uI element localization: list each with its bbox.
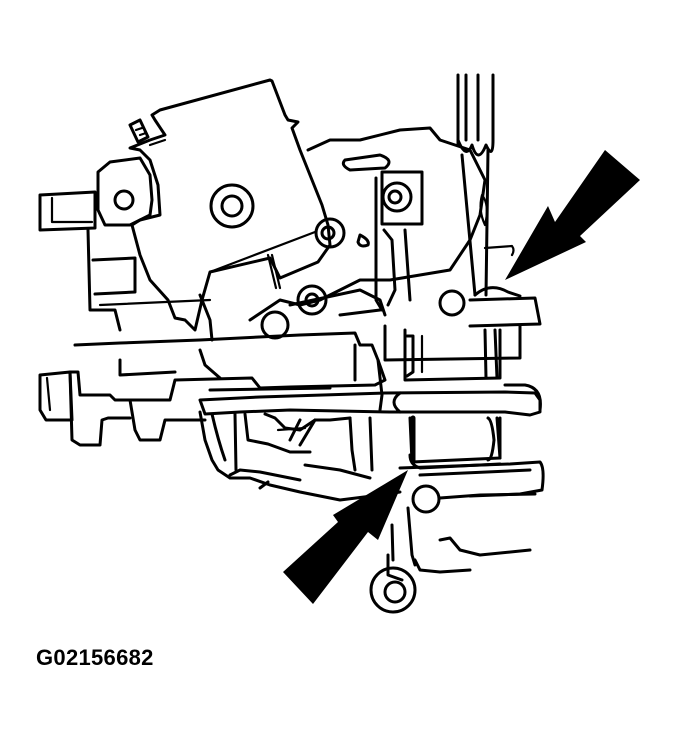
callout-arrow-lower: [283, 470, 408, 604]
lever-linkage: [248, 126, 487, 340]
lower-spool: [398, 415, 545, 498]
callout-arrow-upper: [505, 150, 640, 280]
upper-spool: [383, 324, 522, 382]
figure-id-label: G02156682: [36, 645, 154, 670]
vertical-shaft: [456, 73, 542, 328]
left-bracket: [38, 156, 214, 342]
valve-body-bar: [38, 331, 542, 447]
cover-plate: [128, 78, 332, 332]
lower-eyelet-arm: [369, 484, 537, 614]
lower-housing: [198, 410, 402, 502]
